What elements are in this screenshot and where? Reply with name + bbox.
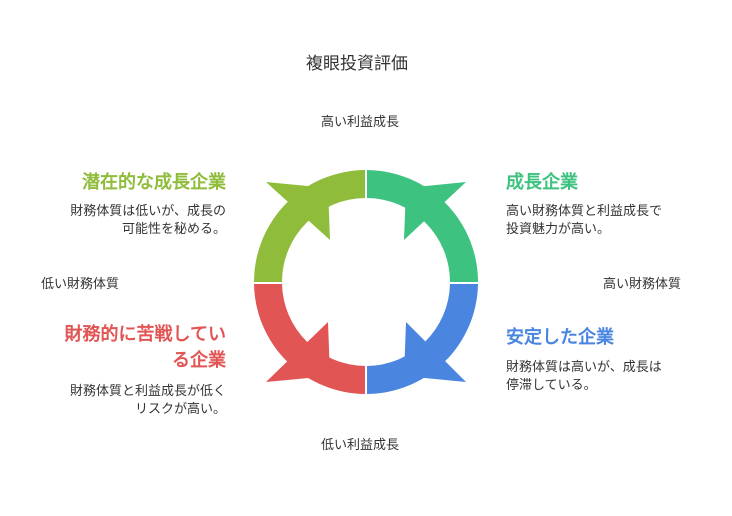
quadrant-desc-bottom-left: 財務体質と利益成長が低く リスクが高い。 [70,383,226,419]
quadrant-desc-bottom-right: 財務体質は高いが、成長は 停滞している。 [506,359,662,395]
quadrant-desc-top-left: 財務体質は低いが、成長の 可能性を秘める。 [70,203,226,239]
axis-label-left: 低い財務体質 [41,277,120,292]
quadrant-title-top-right: 成長企業 [506,172,578,193]
quadrant-desc-bottom-left-line1: 財務体質と利益成長が低く [69,384,226,399]
quadrant-desc-top-right-line2: 投資魅力が高い。 [506,222,611,237]
quadrant-title-bottom-left-line1: 財務的に苦戦してい [64,324,226,345]
quadrant-desc-top-left-line1: 財務体質は低いが、成長の [70,204,226,219]
arrow-bottom-right [404,322,466,382]
arrow-top-left [266,182,330,240]
axis-label-bottom: 低い利益成長 [321,438,400,453]
axis-label-top: 高い利益成長 [321,115,400,130]
quadrant-title-bottom-right: 安定した企業 [506,327,614,348]
segment-top-left [254,170,365,282]
quadrant-desc-top-right-line1: 高い財務体質と利益成長で [506,204,663,219]
axis-label-right: 高い財務体質 [603,277,682,292]
arrow-top-right [404,182,466,240]
quadrant-desc-bottom-right-line1: 財務体質は高いが、成長は [506,360,662,375]
diagram-title: 複眼投資評価 [306,54,408,74]
quadrant-title-bottom-left: 財務的に苦戦してい る企業 [65,322,226,374]
quadrant-desc-top-left-line2: 可能性を秘める。 [121,222,226,237]
quadrant-desc-bottom-left-line2: リスクが高い。 [134,402,226,417]
quadrant-title-bottom-left-line2: る企業 [172,350,226,371]
segment-top-right [367,170,478,282]
segment-bottom-left [254,284,365,394]
quadrant-desc-top-right: 高い財務体質と利益成長で 投資魅力が高い。 [506,203,662,239]
arrow-bottom-left [266,322,330,382]
segment-bottom-right [367,284,478,394]
quadrant-desc-bottom-right-line2: 停滞している。 [506,378,597,393]
quadrant-title-top-left: 潜在的な成長企業 [82,172,226,193]
